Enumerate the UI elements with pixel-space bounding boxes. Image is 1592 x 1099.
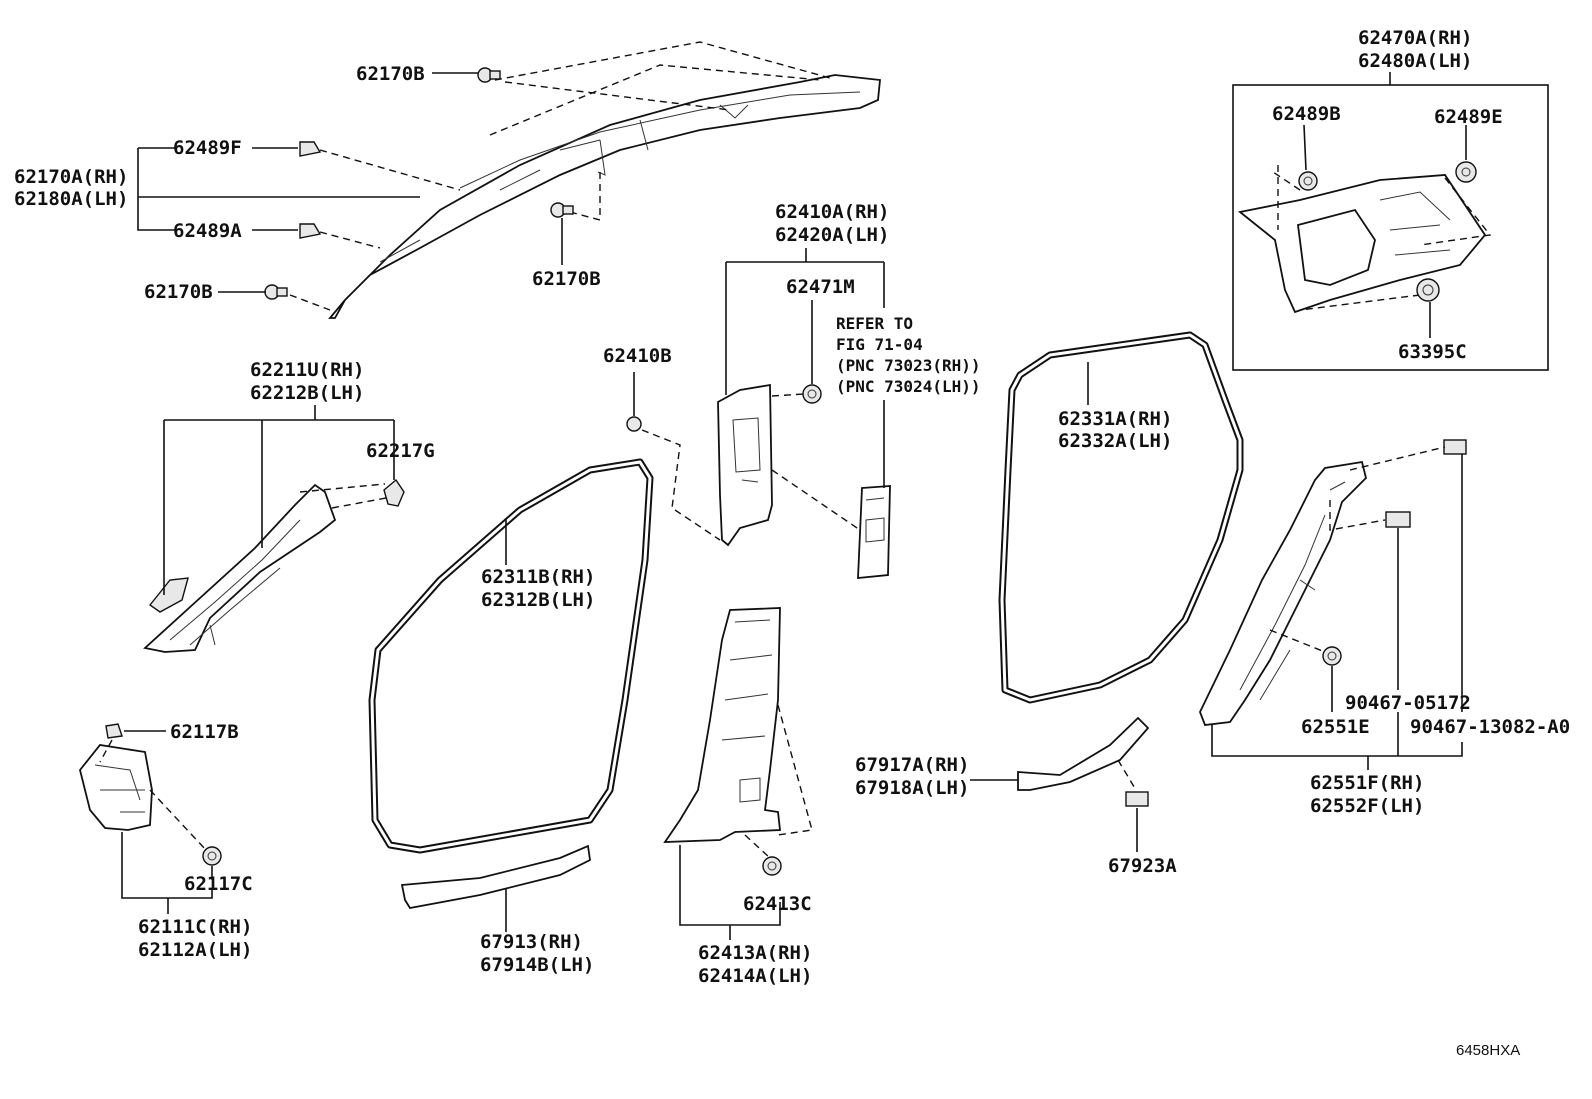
clip-62410B-icon <box>626 416 642 432</box>
label-63395C: 63395C <box>1398 341 1467 363</box>
label-62117B: 62117B <box>170 721 239 743</box>
clip-62489B-icon <box>1298 171 1318 191</box>
seat-belt-anchor-cover[interactable] <box>857 485 891 579</box>
label-67914B: 67914B(LH) <box>480 954 594 976</box>
clip-67923A-icon <box>1125 791 1149 807</box>
label-62470A: 62470A(RH) <box>1358 27 1472 49</box>
clip-62170B-left-icon <box>264 284 288 300</box>
label-62332A: 62332A(LH) <box>1058 430 1172 452</box>
clip-62471M-icon <box>802 384 822 404</box>
label-62170B-mid: 62170B <box>532 268 601 290</box>
label-62551F: 62551F(RH) <box>1310 772 1424 794</box>
label-62414A: 62414A(LH) <box>698 965 812 987</box>
label-67917A: 67917A(RH) <box>855 754 969 776</box>
clip-62170B-top-icon <box>477 67 501 83</box>
label-90467-13082-A0: 90467-13082-A0 <box>1410 716 1570 738</box>
label-62312B: 62312B(LH) <box>481 589 595 611</box>
label-62410B: 62410B <box>603 345 672 367</box>
label-62217G: 62217G <box>366 440 435 462</box>
label-67923A: 67923A <box>1108 855 1177 877</box>
rear-door-opening-trim-weatherstrip[interactable] <box>998 331 1244 704</box>
label-62471M: 62471M <box>786 276 855 298</box>
label-62552F: 62552F(LH) <box>1310 795 1424 817</box>
label-62489E: 62489E <box>1434 106 1503 128</box>
label-62211U: 62211U(RH) <box>250 359 364 381</box>
cowl-side-trim-board[interactable] <box>79 744 153 831</box>
rear-door-scuff-plate[interactable] <box>1017 716 1150 791</box>
label-62489B: 62489B <box>1272 103 1341 125</box>
label-62111C: 62111C(RH) <box>138 916 252 938</box>
refer-note-line2: FIG 71-04 <box>836 335 923 354</box>
label-62551E: 62551E <box>1301 716 1370 738</box>
label-62480A: 62480A(LH) <box>1358 50 1472 72</box>
roof-rail-dashed-guides <box>289 41 831 311</box>
clip-62117B-icon <box>105 723 123 739</box>
label-62420A: 62420A(LH) <box>775 224 889 246</box>
label-62311B: 62311B(RH) <box>481 566 595 588</box>
label-62331A: 62331A(RH) <box>1058 408 1172 430</box>
label-62117C: 62117C <box>184 873 253 895</box>
label-67918A: 67918A(LH) <box>855 777 969 799</box>
center-pillar-garnish-lower[interactable] <box>663 607 782 843</box>
clip-63395C-icon <box>1416 278 1440 302</box>
clip-62551E-icon <box>1322 646 1342 666</box>
clip-62413C-icon <box>762 856 782 876</box>
label-62170B-left: 62170B <box>144 281 213 303</box>
clip-62489F-icon <box>299 141 322 157</box>
label-62112A: 62112A(LH) <box>138 939 252 961</box>
quarter-inner-trim-inset[interactable] <box>1237 174 1487 314</box>
label-90467-05172: 90467-05172 <box>1345 692 1471 714</box>
clip-62489E-icon <box>1455 161 1477 183</box>
clip-upper-right-icon <box>1443 439 1467 455</box>
label-62170B-top: 62170B <box>356 63 425 85</box>
front-door-opening-trim-weatherstrip[interactable] <box>368 458 654 854</box>
clip-62211U-icon <box>148 577 189 613</box>
label-62180A: 62180A(LH) <box>14 188 128 210</box>
front-pillar-garnish[interactable] <box>143 483 337 653</box>
label-67913: 67913(RH) <box>480 931 583 953</box>
refer-note-line1: REFER TO <box>836 314 913 333</box>
label-62413C: 62413C <box>743 893 812 915</box>
center-pillar-garnish-upper[interactable] <box>717 383 773 547</box>
quarter-trim-panel[interactable] <box>1199 460 1367 726</box>
refer-note-line4: (PNC 73024(LH)) <box>836 377 981 396</box>
clip-90467-05172-icon <box>1385 511 1411 528</box>
label-62410A: 62410A(RH) <box>775 201 889 223</box>
refer-note-line3: (PNC 73023(RH)) <box>836 356 981 375</box>
clip-62170B-mid-icon <box>550 202 574 218</box>
label-62489F: 62489F <box>173 137 242 159</box>
front-door-scuff-plate[interactable] <box>400 844 591 909</box>
label-62489A: 62489A <box>173 220 242 242</box>
label-62413A: 62413A(RH) <box>698 942 812 964</box>
clip-62117C-icon <box>202 846 222 866</box>
label-62212B: 62212B(LH) <box>250 382 364 404</box>
clip-62217G-icon <box>383 478 405 507</box>
diagram-code: 6458HXA <box>1456 1042 1520 1059</box>
clip-62489A-icon <box>299 223 322 239</box>
label-62170A: 62170A(RH) <box>14 166 128 188</box>
